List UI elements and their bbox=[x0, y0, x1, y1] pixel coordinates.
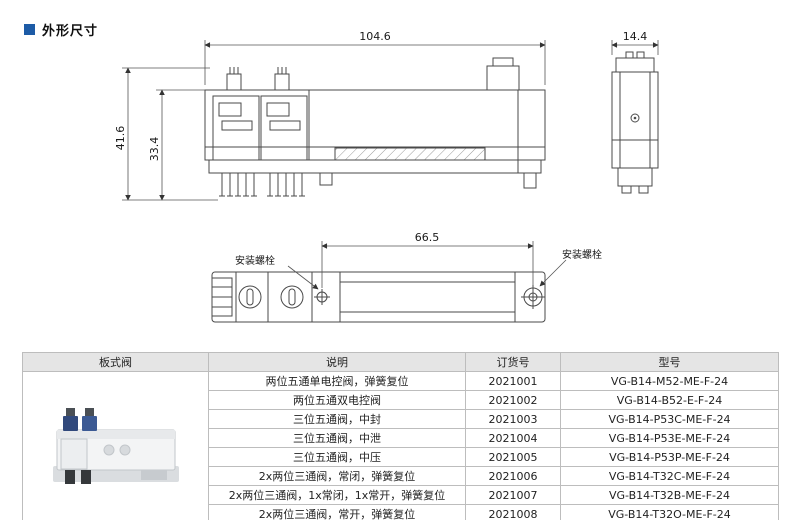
order-table-body: 两位五通单电控阀，弹簧复位 2021001 VG-B14-M52-ME-F-24… bbox=[22, 371, 779, 520]
order-number-cell: 2021004 bbox=[465, 428, 561, 448]
side-view-drawing bbox=[611, 51, 659, 194]
table-row: 2x两位三通阀，常闭，弹簧复位 2021006 VG-B14-T32C-ME-F… bbox=[23, 466, 779, 486]
header-model: 型号 bbox=[560, 352, 779, 372]
order-number-cell: 2021001 bbox=[465, 371, 561, 391]
dim-bolt-spacing-label: 66.5 bbox=[415, 231, 440, 244]
dimension-drawing: 104.6 14.4 41.6 33.4 66.5 安装螺栓 安装螺栓 bbox=[114, 30, 659, 323]
model-cell: VG-B14-P53C-ME-F-24 bbox=[560, 409, 779, 429]
description-cell: 三位五通阀，中压 bbox=[208, 447, 466, 467]
description-cell: 2x两位三通阀，常开，弹簧复位 bbox=[208, 504, 466, 520]
table-row: 三位五通阀，中封 2021003 VG-B14-P53C-ME-F-24 bbox=[23, 409, 779, 429]
dimension-labels: 104.6 14.4 41.6 33.4 66.5 安装螺栓 安装螺栓 bbox=[114, 30, 647, 267]
dim-overall-height-label: 41.6 bbox=[114, 126, 127, 151]
order-number-cell: 2021003 bbox=[465, 409, 561, 429]
table-row: 三位五通阀，中压 2021005 VG-B14-P53P-ME-F-24 bbox=[23, 447, 779, 467]
table-row: 2x两位三通阀，常开，弹簧复位 2021008 VG-B14-T32O-ME-F… bbox=[23, 504, 779, 520]
table-row: 三位五通阀，中泄 2021004 VG-B14-P53E-ME-F-24 bbox=[23, 428, 779, 448]
mounting-bolt-label-right: 安装螺栓 bbox=[562, 248, 602, 261]
model-cell: VG-B14-B52-E-F-24 bbox=[560, 390, 779, 410]
description-cell: 两位五通单电控阀，弹簧复位 bbox=[208, 371, 466, 391]
order-table: 板式阀 说明 订货号 型号 bbox=[22, 352, 779, 520]
terminal-pins bbox=[219, 173, 305, 197]
model-cell: VG-B14-P53E-ME-F-24 bbox=[560, 428, 779, 448]
header-description: 说明 bbox=[208, 352, 466, 372]
order-number-cell: 2021006 bbox=[465, 466, 561, 486]
section-header: 外形尺寸 bbox=[24, 20, 98, 39]
header-order-number: 订货号 bbox=[465, 352, 561, 372]
front-view-drawing bbox=[204, 57, 546, 197]
mounting-bolt-label-left: 安装螺栓 bbox=[235, 254, 275, 267]
dim-body-height-label: 33.4 bbox=[148, 137, 161, 162]
table-row: 两位五通单电控阀，弹簧复位 2021001 VG-B14-M52-ME-F-24 bbox=[22, 371, 779, 520]
description-cell: 两位五通双电控阀 bbox=[208, 390, 466, 410]
description-cell: 三位五通阀，中封 bbox=[208, 409, 466, 429]
order-number-cell: 2021007 bbox=[465, 485, 561, 505]
dimension-annotations bbox=[122, 40, 659, 290]
table-row: 两位五通双电控阀 2021002 VG-B14-B52-E-F-24 bbox=[23, 390, 779, 410]
section-title: 外形尺寸 bbox=[42, 24, 99, 39]
order-number-cell: 2021008 bbox=[465, 504, 561, 520]
description-cell: 三位五通阀，中泄 bbox=[208, 428, 466, 448]
table-header-row: 板式阀 说明 订货号 型号 bbox=[22, 352, 779, 372]
model-cell: VG-B14-T32C-ME-F-24 bbox=[560, 466, 779, 486]
dim-side-depth-label: 14.4 bbox=[623, 30, 648, 43]
product-photo bbox=[52, 408, 179, 484]
bottom-view-drawing bbox=[211, 271, 546, 323]
model-cell: VG-B14-T32B-ME-F-24 bbox=[560, 485, 779, 505]
header-valve-type: 板式阀 bbox=[22, 352, 209, 372]
model-cell: VG-B14-M52-ME-F-24 bbox=[560, 371, 779, 391]
model-cell: VG-B14-T32O-ME-F-24 bbox=[560, 504, 779, 520]
product-image-cell bbox=[22, 371, 209, 520]
dim-overall-width-label: 104.6 bbox=[359, 30, 391, 43]
order-number-cell: 2021005 bbox=[465, 447, 561, 467]
section-bullet-icon bbox=[24, 24, 35, 35]
description-cell: 2x两位三通阀，1x常闭，1x常开，弹簧复位 bbox=[208, 485, 466, 505]
model-cell: VG-B14-P53P-ME-F-24 bbox=[560, 447, 779, 467]
order-number-cell: 2021002 bbox=[465, 390, 561, 410]
description-cell: 2x两位三通阀，常闭，弹簧复位 bbox=[208, 466, 466, 486]
